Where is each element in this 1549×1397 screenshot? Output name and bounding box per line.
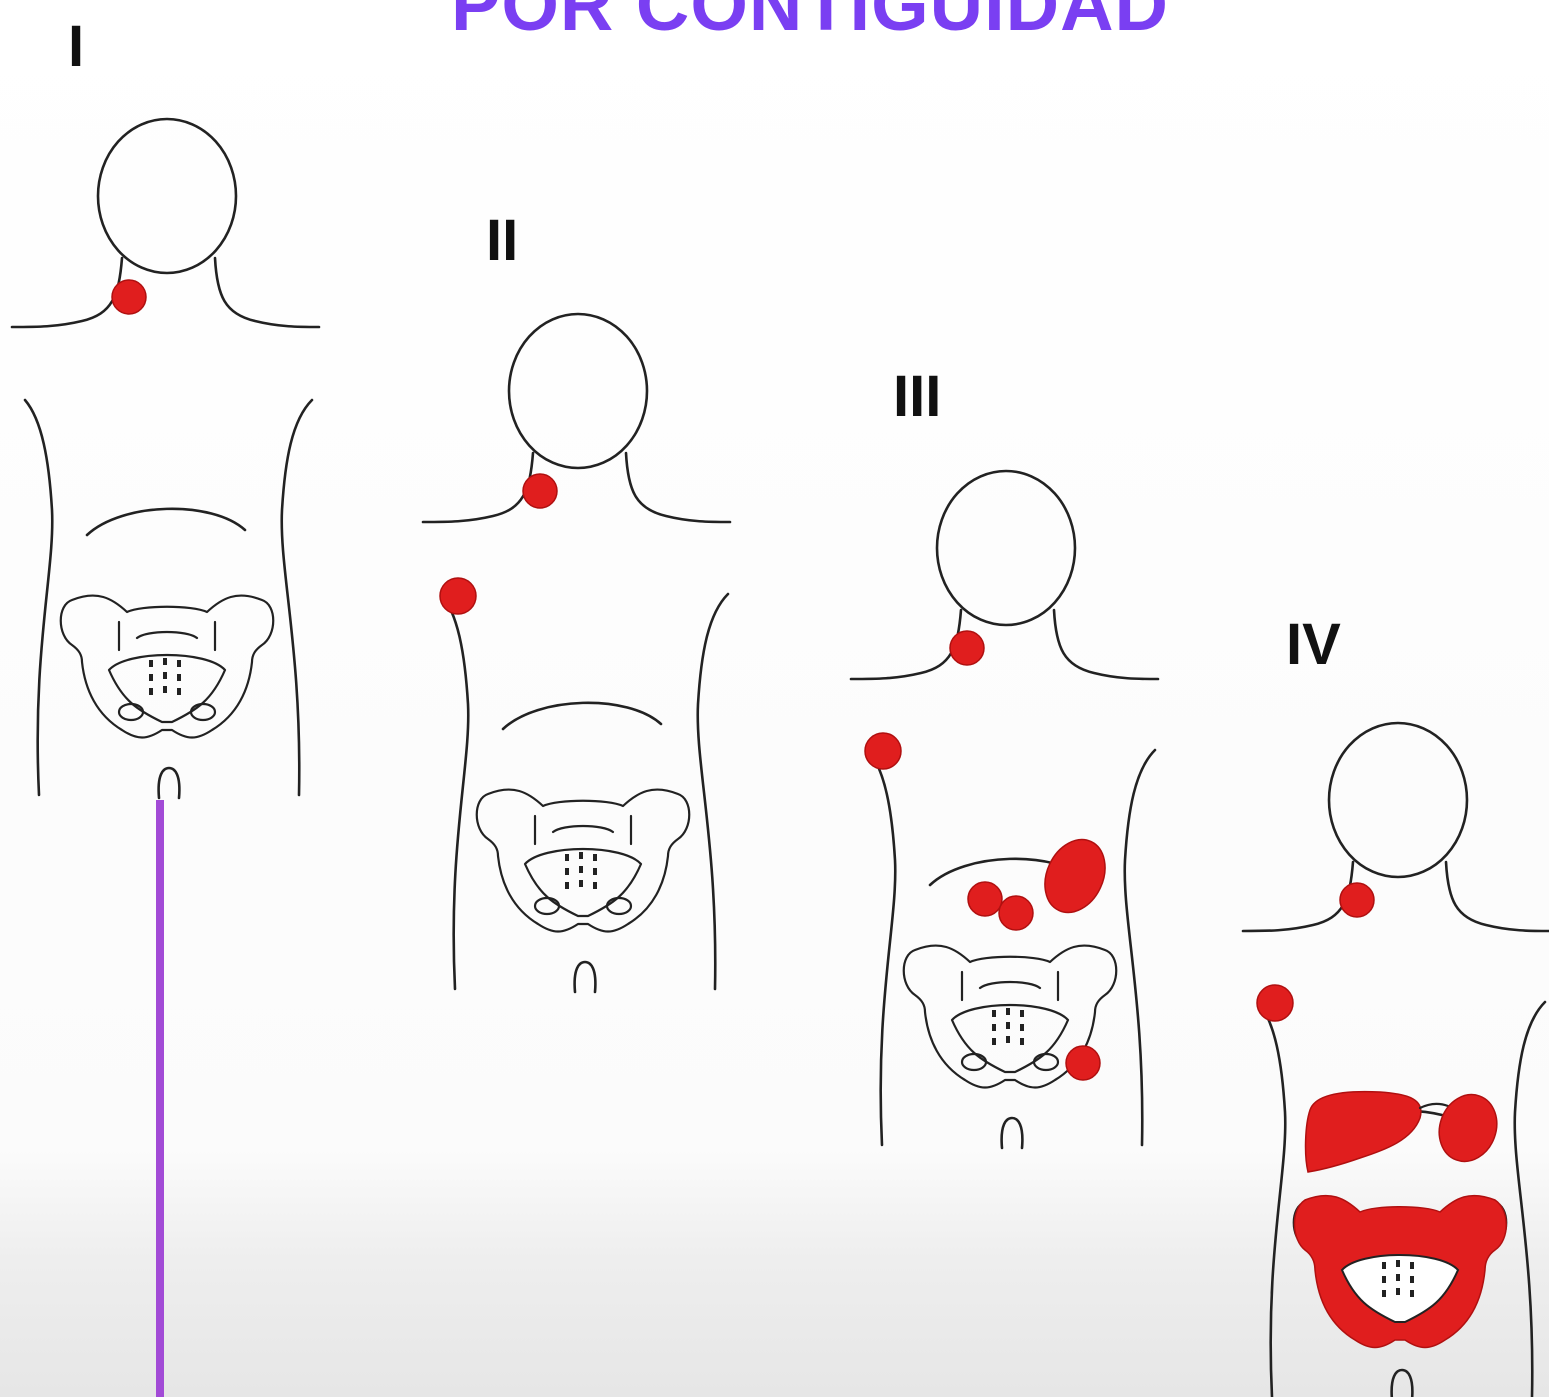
lesion-pelvic-node — [1066, 1046, 1100, 1080]
figure-stage-1-body — [25, 400, 312, 798]
figure-stage-2 — [423, 314, 730, 522]
figure-stage-3-body — [868, 750, 1155, 1148]
lesion-abdominal-node — [999, 896, 1033, 930]
lesion-neck-node — [523, 474, 557, 508]
figure-stage-1 — [12, 119, 319, 327]
figure-stage-3 — [851, 471, 1158, 679]
figure-stage-2-body — [441, 594, 728, 992]
figure-stage-4 — [1243, 723, 1549, 931]
lesion-axilla-node — [865, 733, 901, 769]
lesion-neck-node — [112, 280, 146, 314]
lesion-abdominal-node — [968, 882, 1002, 916]
lesion-neck-node — [1340, 883, 1374, 917]
lesion-axilla-node — [1257, 985, 1293, 1021]
lesion-liver — [1306, 1092, 1421, 1172]
lesion-neck-node — [950, 631, 984, 665]
lesion-spleen — [1034, 830, 1117, 923]
lesion-spleen — [1430, 1086, 1506, 1169]
lesion-axilla-node — [440, 578, 476, 614]
